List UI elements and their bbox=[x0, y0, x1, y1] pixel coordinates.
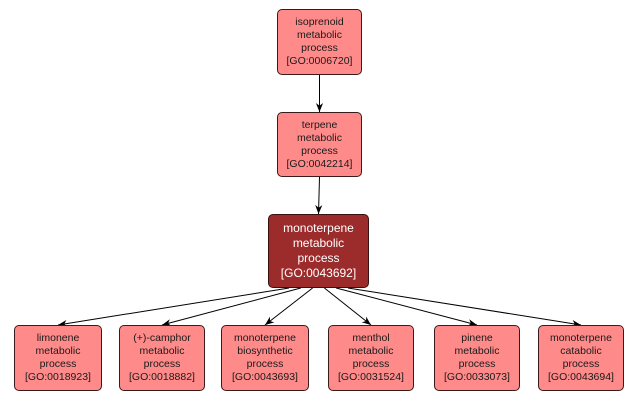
node-label-line: metabolic bbox=[139, 345, 185, 357]
node-label-line: process bbox=[301, 42, 338, 54]
edge-n2-to-n5 bbox=[264, 287, 313, 326]
edge-n2-to-n4 bbox=[161, 287, 301, 327]
node-label-line: monoterpene bbox=[283, 221, 354, 235]
node-label-line: metabolic bbox=[348, 345, 394, 357]
node-go-id: [GO:0006720] bbox=[286, 55, 353, 67]
node-label-line: metabolic bbox=[454, 345, 500, 357]
node-label-line: biosynthetic bbox=[237, 345, 293, 357]
node-terpene-metabolic-process[interactable]: terpene metabolic process [GO:0042214] bbox=[277, 112, 362, 177]
node-label-line: isoprenoid bbox=[295, 16, 344, 28]
node-label-line: process bbox=[301, 144, 338, 157]
node-menthol-metabolic-process[interactable]: menthol metabolic process [GO:0031524] bbox=[328, 325, 414, 391]
node-go-id: [GO:0043694] bbox=[548, 371, 614, 383]
node-label-line: process bbox=[458, 358, 496, 370]
node-label-line: process bbox=[39, 358, 77, 370]
node-go-id: [GO:0018882] bbox=[129, 371, 195, 383]
node-camphor-metabolic-process[interactable]: (+)-camphor metabolic process [GO:001888… bbox=[119, 325, 205, 391]
node-monoterpene-catabolic-process[interactable]: monoterpene catabolic process [GO:004369… bbox=[538, 325, 624, 391]
node-label-line: metabolic bbox=[297, 131, 342, 144]
edge-n1-to-n2 bbox=[315, 176, 323, 215]
node-label-line: (+)-camphor bbox=[133, 332, 191, 344]
node-label-line: terpene bbox=[301, 118, 338, 131]
node-go-id: [GO:0033073] bbox=[444, 371, 510, 383]
node-label-line: monoterpene bbox=[550, 332, 612, 344]
node-monoterpene-metabolic-process[interactable]: monoterpene metabolic process [GO:004369… bbox=[268, 214, 369, 288]
node-label-line: metabolic bbox=[35, 345, 81, 357]
node-limonene-metabolic-process[interactable]: limonene metabolic process [GO:0018923] bbox=[14, 325, 102, 391]
node-go-id: [GO:0043692] bbox=[280, 266, 357, 280]
node-isoprenoid-metabolic-process[interactable]: isoprenoid metabolic process [GO:0006720… bbox=[277, 9, 362, 75]
node-label-line: pinene bbox=[461, 332, 493, 344]
node-label-line: process bbox=[246, 358, 284, 370]
edge-n2-to-n8 bbox=[347, 287, 582, 328]
node-label-line: catabolic bbox=[560, 345, 602, 357]
node-label-line: process bbox=[297, 251, 340, 265]
node-go-id: [GO:0031524] bbox=[338, 371, 404, 383]
node-go-id: [GO:0043693] bbox=[232, 371, 298, 383]
edge-n2-to-n3 bbox=[57, 287, 290, 328]
node-label-line: metabolic bbox=[297, 29, 342, 41]
node-label-line: process bbox=[562, 358, 600, 370]
edge-n2-to-n7 bbox=[336, 287, 478, 327]
node-go-id: [GO:0042214] bbox=[286, 157, 353, 170]
edge-n2-to-n6 bbox=[324, 287, 372, 326]
node-label-line: limonene bbox=[36, 332, 80, 344]
node-label-line: metabolic bbox=[292, 236, 345, 250]
node-label-line: process bbox=[352, 358, 390, 370]
node-go-id: [GO:0018923] bbox=[25, 371, 91, 383]
node-label-line: menthol bbox=[352, 332, 390, 344]
node-pinene-metabolic-process[interactable]: pinene metabolic process [GO:0033073] bbox=[434, 325, 520, 391]
node-label-line: monoterpene bbox=[234, 332, 296, 344]
node-label-line: process bbox=[143, 358, 181, 370]
node-monoterpene-biosynthetic-process[interactable]: monoterpene biosynthetic process [GO:004… bbox=[221, 325, 309, 391]
